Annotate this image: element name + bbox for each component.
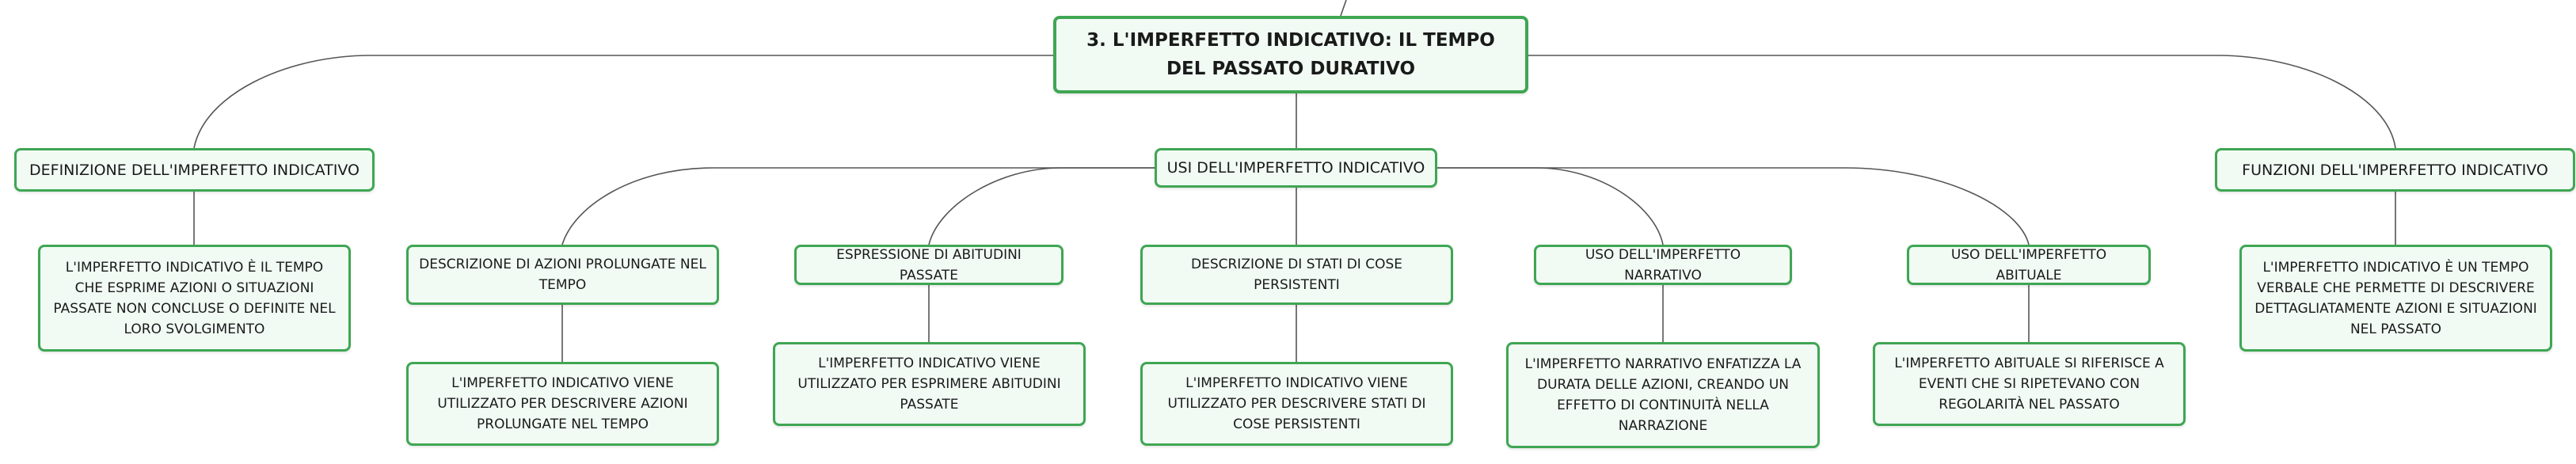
- detail-usi-item-2-label: L'IMPERFETTO INDICATIVO VIENE UTILIZZATO…: [1167, 375, 1426, 432]
- topic-funzioni[interactable]: FUNZIONI DELL'IMPERFETTO INDICATIVO: [2215, 148, 2575, 192]
- topic-definizione-label: DEFINIZIONE DELL'IMPERFETTO INDICATIVO: [29, 161, 360, 179]
- connector-root-parent: [1340, 0, 1347, 17]
- detail-usi-item-2[interactable]: L'IMPERFETTO INDICATIVO VIENE UTILIZZATO…: [1140, 362, 1453, 446]
- detail-usi-item-4[interactable]: L'IMPERFETTO ABITUALE SI RIFERISCE A EVE…: [1873, 342, 2186, 426]
- topic-usi-label: USI DELL'IMPERFETTO INDICATIVO: [1166, 159, 1425, 177]
- topic-definizione[interactable]: DEFINIZIONE DELL'IMPERFETTO INDICATIVO: [14, 148, 375, 192]
- subtopic-usi-item-4-label: USO DELL'IMPERFETTO ABITUALE: [1950, 246, 2107, 283]
- subtopic-usi-item-1-label: ESPRESSIONE DI ABITUDINI PASSATE: [836, 246, 1022, 283]
- connector-root-definizione: [193, 55, 1053, 149]
- connector-usi-item-4: [1437, 167, 2030, 245]
- connector-usi-item-3: [1437, 167, 1664, 245]
- topic-funzioni-label: FUNZIONI DELL'IMPERFETTO INDICATIVO: [2242, 161, 2548, 179]
- subtopic-usi-item-1[interactable]: ESPRESSIONE DI ABITUDINI PASSATE: [794, 245, 1064, 285]
- subtopic-usi-item-2[interactable]: DESCRIZIONE DI STATI DI COSE PERSISTENTI: [1140, 245, 1453, 305]
- detail-usi-item-0-label: L'IMPERFETTO INDICATIVO VIENE UTILIZZATO…: [437, 375, 688, 432]
- detail-usi-item-1[interactable]: L'IMPERFETTO INDICATIVO VIENE UTILIZZATO…: [773, 342, 1086, 426]
- subtopic-usi-item-3[interactable]: USO DELL'IMPERFETTO NARRATIVO: [1534, 245, 1792, 285]
- detail-usi-item-4-label: L'IMPERFETTO ABITUALE SI RIFERISCE A EVE…: [1894, 356, 2164, 413]
- topic-usi[interactable]: USI DELL'IMPERFETTO INDICATIVO: [1155, 148, 1437, 188]
- subtopic-funzioni-detail-label: L'IMPERFETTO INDICATIVO È UN TEMPO VERBA…: [2254, 259, 2537, 337]
- detail-usi-item-3-label: L'IMPERFETTO NARRATIVO ENFATIZZA LA DURA…: [1524, 356, 1802, 434]
- root-topic[interactable]: 3. L'IMPERFETTO INDICATIVO: IL TEMPO DEL…: [1053, 16, 1528, 93]
- subtopic-usi-item-2-label: DESCRIZIONE DI STATI DI COSE PERSISTENTI: [1191, 257, 1402, 293]
- detail-usi-item-3[interactable]: L'IMPERFETTO NARRATIVO ENFATIZZA LA DURA…: [1506, 342, 1820, 448]
- detail-usi-item-1-label: L'IMPERFETTO INDICATIVO VIENE UTILIZZATO…: [797, 356, 1061, 413]
- subtopic-usi-item-0[interactable]: DESCRIZIONE DI AZIONI PROLUNGATE NEL TEM…: [406, 245, 719, 305]
- subtopic-definizione-detail-label: L'IMPERFETTO INDICATIVO È IL TEMPO CHE E…: [53, 259, 336, 337]
- detail-usi-item-0[interactable]: L'IMPERFETTO INDICATIVO VIENE UTILIZZATO…: [406, 362, 719, 446]
- connector-usi-item-1: [928, 167, 1155, 245]
- subtopic-usi-item-4[interactable]: USO DELL'IMPERFETTO ABITUALE: [1907, 245, 2151, 285]
- subtopic-definizione-detail[interactable]: L'IMPERFETTO INDICATIVO È IL TEMPO CHE E…: [38, 245, 351, 352]
- subtopic-funzioni-detail[interactable]: L'IMPERFETTO INDICATIVO È UN TEMPO VERBA…: [2239, 245, 2552, 352]
- subtopic-usi-item-3-label: USO DELL'IMPERFETTO NARRATIVO: [1585, 246, 1741, 283]
- root-topic-label: 3. L'IMPERFETTO INDICATIVO: IL TEMPO DEL…: [1086, 30, 1495, 79]
- subtopic-usi-item-0-label: DESCRIZIONE DI AZIONI PROLUNGATE NEL TEM…: [419, 257, 706, 293]
- connector-root-funzioni: [1528, 55, 2396, 149]
- connector-usi-item-0: [561, 167, 1155, 245]
